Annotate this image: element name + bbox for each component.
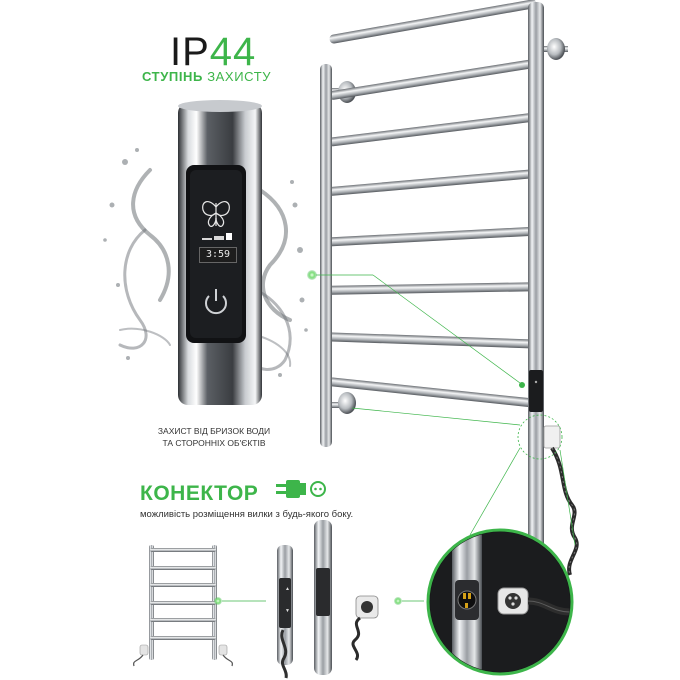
water-droplets	[103, 148, 308, 377]
protection-description: Захист від бризок води та сторонніх об'є…	[130, 425, 298, 449]
ip-rating-title: IP44	[170, 30, 256, 75]
callout-dot-small-rail	[214, 597, 222, 605]
svg-text:▲: ▲	[285, 586, 290, 592]
ip-rating-caption: ступінь захисту	[142, 69, 271, 84]
protection-line-2: та сторонніх об'єктів	[162, 438, 266, 448]
towel-rail-large	[320, 0, 579, 576]
power-icon	[205, 289, 227, 315]
towel-rail-small	[133, 545, 233, 667]
pole-closeup-right	[314, 520, 332, 675]
butterfly-icon	[202, 201, 230, 227]
connector-closeup-small	[351, 595, 379, 661]
ip-number: 44	[209, 30, 257, 74]
svg-text:▼: ▼	[285, 608, 290, 614]
water-splash	[118, 168, 292, 371]
connector-zoom-inset	[426, 528, 574, 676]
connector-title: КОНЕКТОР	[140, 482, 259, 505]
callout-lines	[307, 270, 576, 546]
protection-line-1: Захист від бризок води	[157, 426, 271, 436]
temperature-bars-icon	[202, 233, 232, 240]
callout-dot-connector	[394, 597, 402, 605]
plug-icon	[276, 480, 326, 498]
ip-prefix: IP	[170, 30, 210, 74]
ip-caption-word-1: ступінь	[142, 69, 203, 84]
display-time: 3:59	[199, 247, 237, 263]
pole-closeup-left: ▲ ▼	[277, 545, 293, 679]
connector-description: можливість розміщення вилки з будь-якого…	[140, 509, 354, 520]
ip-caption-word-2: захисту	[207, 69, 272, 84]
